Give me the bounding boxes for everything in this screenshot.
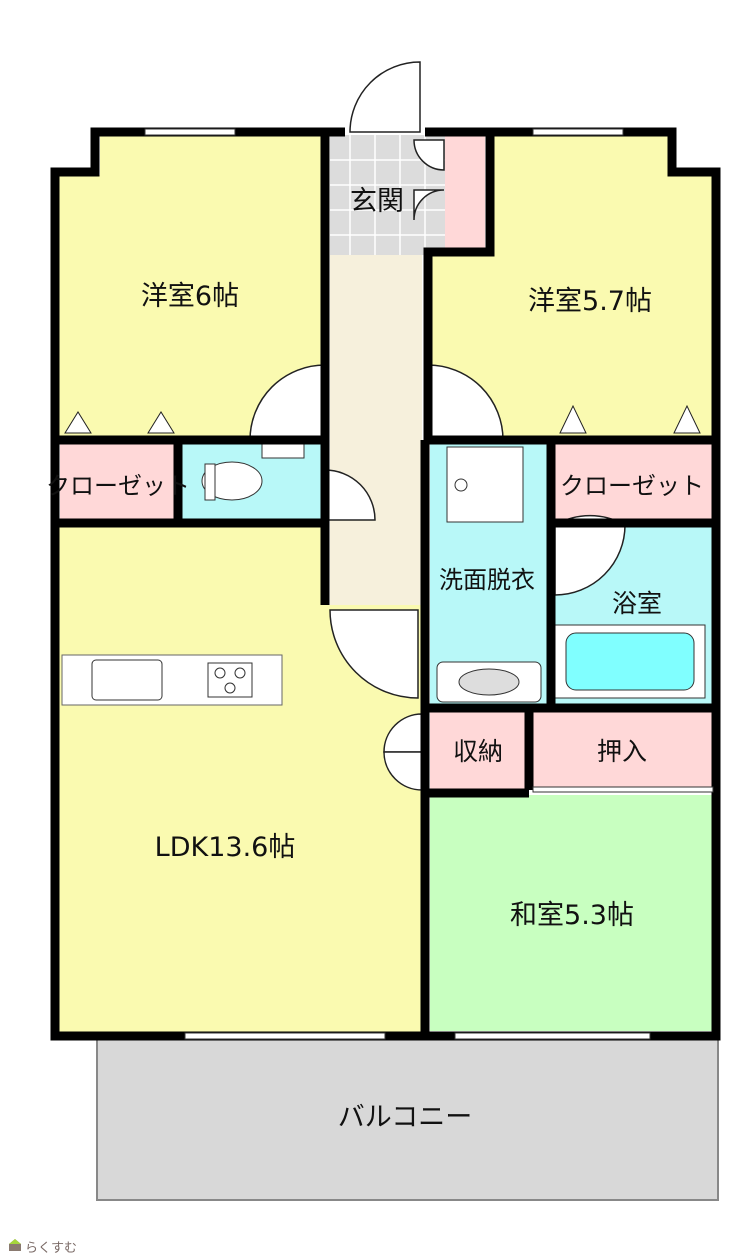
windows [144, 128, 714, 1040]
western-room-1-area [58, 135, 325, 440]
label-bathroom: 浴室 [612, 589, 662, 618]
shoe-closet [445, 135, 485, 250]
label-storage: 収納 [453, 737, 503, 766]
label-closet-left: クローゼット [46, 472, 190, 500]
label-entrance: 玄関 [350, 186, 404, 217]
oshiire-area [533, 712, 712, 790]
stove-icon [207, 662, 253, 698]
closet-left-area [60, 440, 177, 520]
label-closet-right: クローゼット [560, 472, 704, 500]
toilet-sink-icon [261, 443, 305, 459]
closet-right-area [555, 440, 712, 520]
label-western-room-1: 洋室6帖 [141, 281, 239, 312]
label-washroom: 洗面脱衣 [439, 566, 535, 594]
toilet-icon [201, 461, 263, 501]
kitchen-sink-icon [91, 659, 163, 701]
balcony-area [96, 1037, 719, 1201]
japanese-room-area [430, 795, 712, 1031]
label-balcony: バルコニー [338, 1102, 472, 1133]
western-room-2-area [428, 135, 712, 440]
label-ldk: LDK13.6帖 [155, 832, 296, 863]
closet-doors [64, 404, 701, 434]
label-western-room-2: 洋室5.7帖 [528, 286, 652, 317]
label-japanese-room: 和室5.3帖 [510, 900, 634, 931]
logo: らくすむ [9, 1239, 77, 1256]
door-swings [249, 61, 626, 791]
ldk-area [58, 525, 422, 1033]
hallway [330, 255, 422, 605]
label-oshiire: 押入 [597, 737, 647, 766]
storage-area [430, 712, 526, 790]
logo-text: らくすむ [25, 1241, 77, 1256]
